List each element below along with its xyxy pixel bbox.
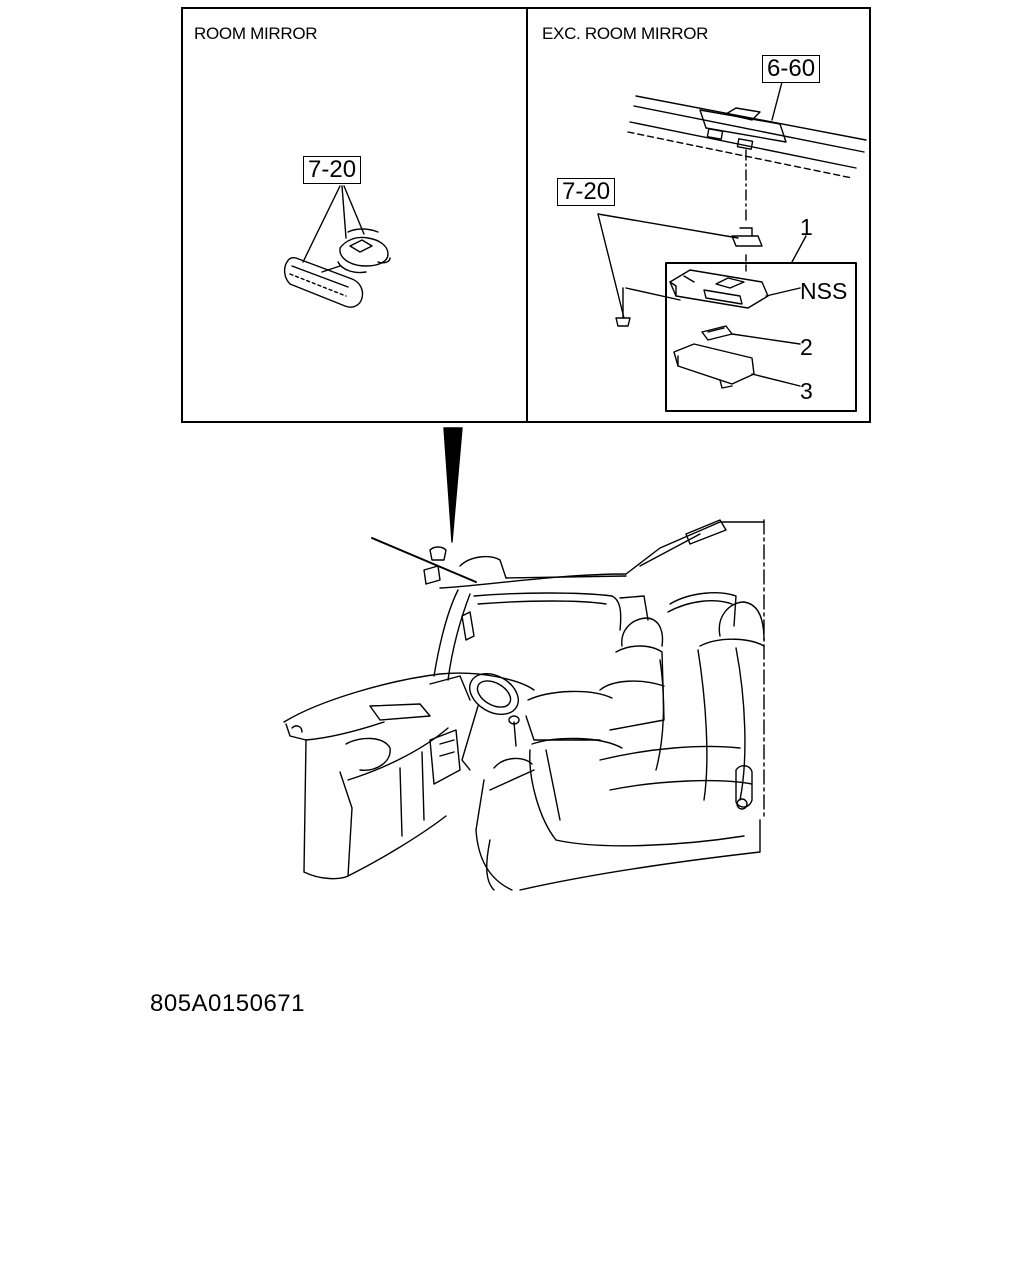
ref-7-20-screw: 7-20 [557, 178, 616, 206]
lamp-base [625, 269, 801, 309]
callout-part-2: 2 [800, 334, 813, 360]
exc-room-mirror-title: EXC. ROOM MIRROR [542, 24, 709, 43]
lamp-lens [673, 343, 801, 389]
callout-part-3: 3 [800, 378, 813, 404]
room-mirror-title: ROOM MIRROR [194, 24, 318, 43]
room-mirror-drawing [283, 185, 391, 308]
panel-divider [526, 7, 528, 423]
ref-7-20-mirror: 7-20 [303, 156, 362, 184]
roof-rail-drawing [627, 81, 867, 179]
bulb [701, 325, 801, 345]
drawing-code: 805A0150671 [150, 990, 305, 1017]
cab-interior-drawing [283, 519, 765, 891]
ref-6-60: 6-60 [762, 55, 821, 83]
callout-nss: NSS [800, 278, 848, 304]
callout-part-1: 1 [800, 214, 813, 240]
